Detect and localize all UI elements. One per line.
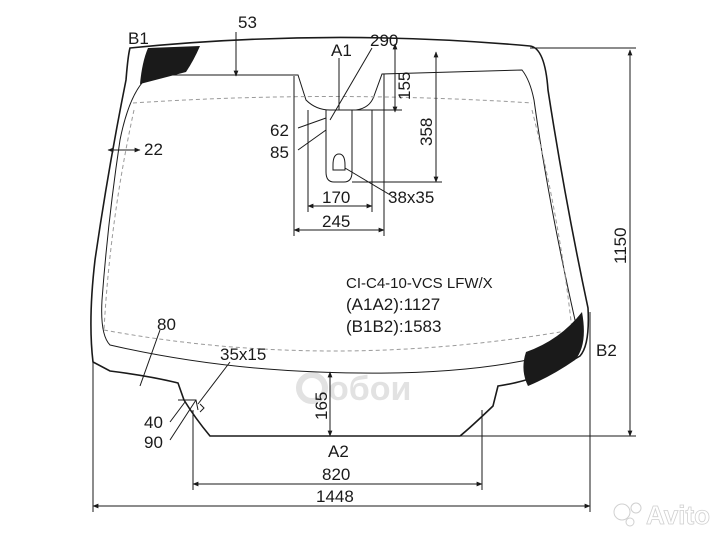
glass-outer-outline: [90, 36, 590, 437]
dim-40-leader: [169, 401, 186, 423]
dim-38x35-label: 38x35: [388, 188, 434, 207]
dim-62-label: 62: [270, 121, 289, 140]
sensor-window: [332, 153, 346, 171]
dim-170-label: 170: [322, 188, 350, 207]
bottom-clip-marker: [199, 403, 205, 413]
part-code: CI-C4-10-VCS LFW/X: [346, 275, 493, 292]
avito-watermark: Avito: [613, 500, 710, 530]
dashed-upper-zone: [132, 96, 533, 104]
dim-1150-label: 1150: [611, 227, 630, 264]
blackout-corner-b1: [140, 46, 200, 84]
dim-358-label: 358: [417, 118, 436, 146]
dim-22-label: 22: [144, 140, 163, 159]
dim-40-label: 40: [144, 413, 163, 432]
dim-35x15-leader: [197, 361, 231, 405]
avito-watermark-text: Avito: [646, 500, 710, 530]
dashed-left-zone: [103, 109, 135, 331]
dim-290-leader: [329, 47, 373, 121]
dim-38x35-leader: [344, 167, 393, 197]
dim-85-label: 85: [270, 143, 289, 162]
blackout-corner-b2: [523, 312, 584, 386]
dim-85-leader: [297, 129, 327, 151]
dim-165-label: 165: [312, 392, 331, 420]
point-a1-label: A1: [331, 41, 352, 60]
dim-62-leader: [297, 117, 327, 129]
dim-53-label: 53: [238, 13, 257, 32]
dim-290-label: 290: [370, 31, 398, 50]
dim-245-label: 245: [322, 212, 350, 231]
dim-1448-label: 1448: [316, 487, 354, 506]
point-a2-label: A2: [328, 442, 349, 461]
sensor-bracket: [325, 110, 353, 183]
dim-80-leader: [139, 329, 161, 387]
dim-35x15-label: 35x15: [220, 345, 266, 364]
oboi-watermark-text: обои: [328, 370, 411, 408]
dashed-lower-zone: [103, 329, 573, 352]
dim-820-label: 820: [322, 465, 350, 484]
point-b2-label: B2: [596, 341, 617, 360]
dim-90-leader: [169, 399, 197, 441]
dashed-right-zone: [531, 109, 573, 331]
point-b1-label: B1: [128, 29, 149, 48]
dim-155-label: 155: [395, 72, 414, 100]
glass-inner-outline: [101, 69, 576, 374]
part-a1a2: (A1A2):1127: [346, 295, 440, 314]
dim-80-label: 80: [157, 315, 176, 334]
part-b1b2: (B1B2):1583: [346, 317, 441, 336]
oboi-watermark: обои: [296, 370, 411, 408]
dim-90-label: 90: [144, 433, 163, 452]
